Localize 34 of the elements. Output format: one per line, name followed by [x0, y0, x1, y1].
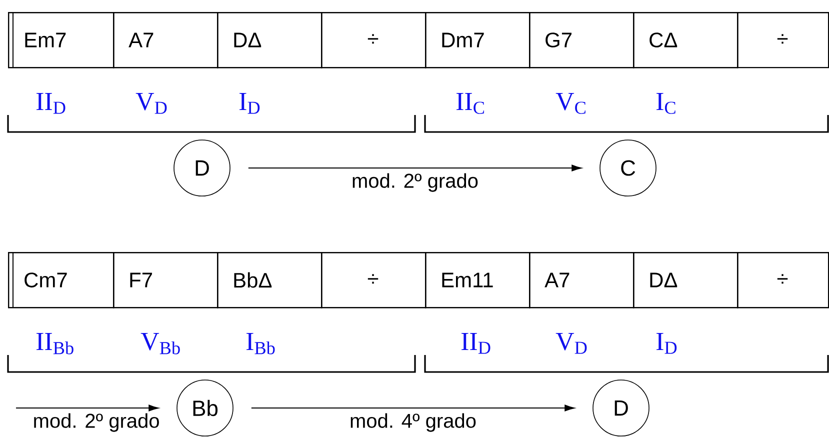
arrow — [16, 404, 159, 412]
chord-cell: A7 — [113, 12, 218, 68]
chord-cell: DΔ — [633, 252, 738, 308]
degree-label: II$_{C}$ — [456, 92, 484, 114]
degree-label: I$_{D}$ — [239, 92, 260, 114]
arrow — [250, 404, 575, 412]
chord-cell: ÷ — [737, 252, 829, 308]
edge-label: mod. 2º grado — [350, 172, 480, 193]
chord-cell: Cm7 — [8, 252, 114, 308]
chord-cell: ÷ — [321, 12, 426, 68]
degree-label: V$_{D}$ — [556, 332, 587, 354]
edge-label: mod. 2º grado — [32, 412, 161, 433]
degree-label: I$_{C}$ — [656, 92, 676, 114]
degree-label: V$_{D}$ — [136, 92, 167, 114]
degree-label: II$_{D}$ — [36, 92, 66, 114]
chord-cell: A7 — [529, 252, 634, 308]
degree-label: I$_{D}$ — [656, 332, 677, 354]
degree-label: II$_{Bb}$ — [36, 332, 74, 354]
chord-cell: Em11 — [425, 252, 530, 308]
chord-cell: BbΔ — [217, 252, 322, 308]
chord-cell: G7 — [529, 12, 634, 68]
chord-cell: CΔ — [633, 12, 738, 68]
chord-cell: ÷ — [321, 252, 426, 308]
chord-cell: F7 — [113, 252, 218, 308]
degree-label: V$_{Bb}$ — [140, 332, 180, 354]
degree-label: I$_{Bb}$ — [246, 332, 275, 354]
edge-label: mod. 4º grado — [348, 412, 478, 433]
chord-cell: Dm7 — [425, 12, 530, 68]
arrow — [248, 164, 582, 172]
chord-cell: Em7 — [8, 12, 114, 68]
chord-cell: ÷ — [737, 12, 829, 68]
chord-cell: DΔ — [217, 12, 322, 68]
degree-label: II$_{D}$ — [461, 332, 490, 354]
degree-label: V$_{C}$ — [556, 92, 586, 114]
